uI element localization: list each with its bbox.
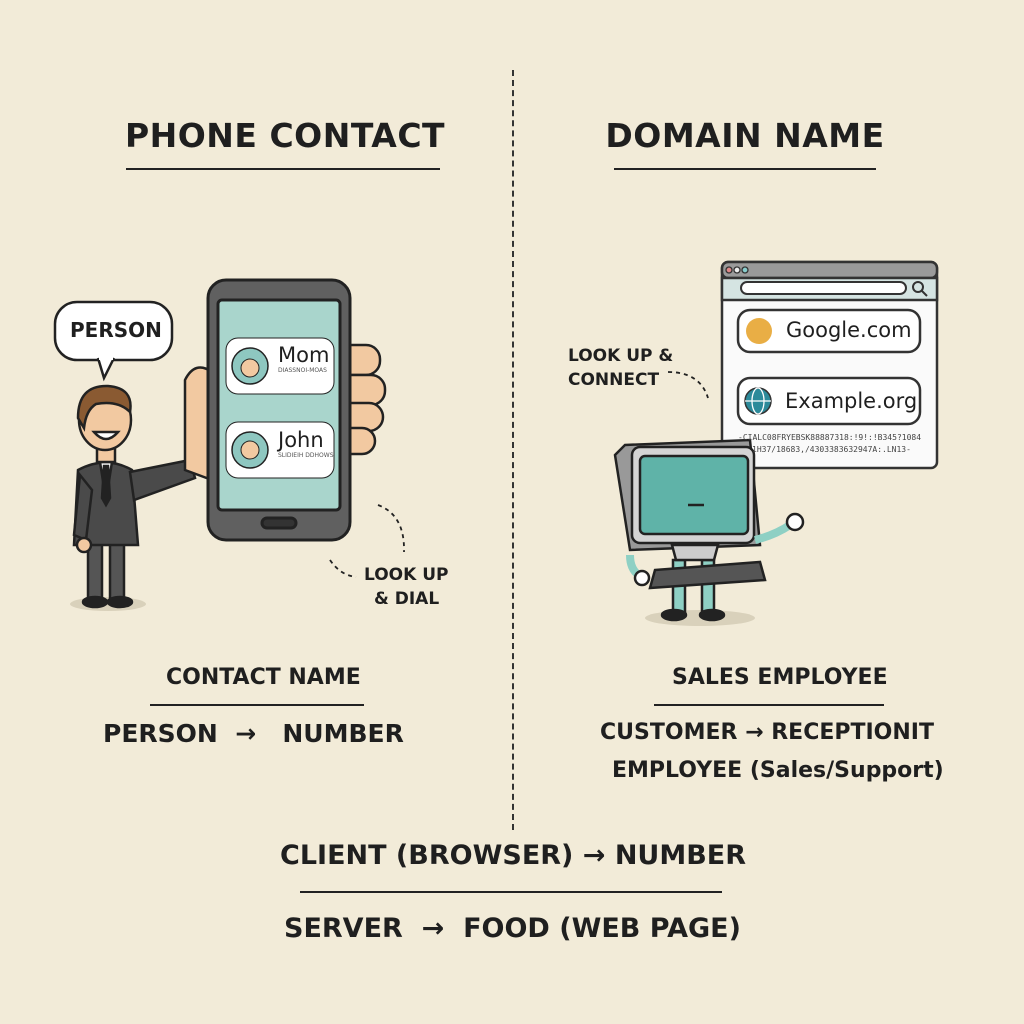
caption-underline [654, 704, 884, 706]
ip-address-text: -CIALC08FRYEBSK88887318:!9!:!B345?1084 1… [738, 433, 922, 454]
caption-underline [150, 704, 364, 706]
dial-arrow [329, 559, 357, 578]
browser-entry-example[interactable]: Example.org [785, 389, 918, 413]
customer-mapping: CUSTOMER → RECEPTIONIT [600, 720, 934, 745]
speech-bubble [53, 300, 174, 382]
connect-arrow [667, 371, 709, 399]
employee-line: EMPLOYEE (Sales/Support) [612, 758, 944, 783]
computer-character [613, 438, 805, 622]
title-underline [614, 168, 876, 170]
dial-arrow [377, 504, 405, 553]
phone-contact-title: PHONE CONTACT [124, 116, 446, 155]
browser-entry-google[interactable]: Google.com [786, 318, 912, 342]
contact-name-caption: CONTACT NAME [166, 665, 361, 690]
title-underline [126, 168, 440, 170]
contact-card[interactable]: John SLIDIEIH DDHOWS [278, 428, 334, 459]
contact-card[interactable]: Mom DIASSNOI-MOAS [278, 343, 329, 374]
contact-number: SLIDIEIH DDHOWS [278, 452, 334, 459]
contact-name: Mom [278, 343, 330, 367]
domain-name-title: DOMAIN NAME [605, 116, 885, 155]
contact-number: DIASSNOI-MOAS [278, 367, 327, 374]
smartphone [206, 278, 352, 542]
server-mapping: SERVER → FOOD (WEB PAGE) [284, 913, 741, 944]
phone-mapping: PERSON → NUMBER [103, 719, 404, 748]
speech-bubble-text: PERSON [70, 318, 162, 342]
contact-name: John [278, 428, 324, 452]
bottom-divider [300, 891, 722, 893]
center-divider [512, 70, 514, 830]
look-up-dial-note: LOOK UP & DIAL [364, 565, 449, 609]
sales-employee-caption: SALES EMPLOYEE [672, 665, 888, 690]
client-mapping: CLIENT (BROWSER) → NUMBER [280, 840, 747, 871]
businessman-figure [72, 384, 197, 609]
browser-window [720, 260, 939, 470]
look-up-connect-note: LOOK UP & CONNECT [568, 346, 674, 390]
